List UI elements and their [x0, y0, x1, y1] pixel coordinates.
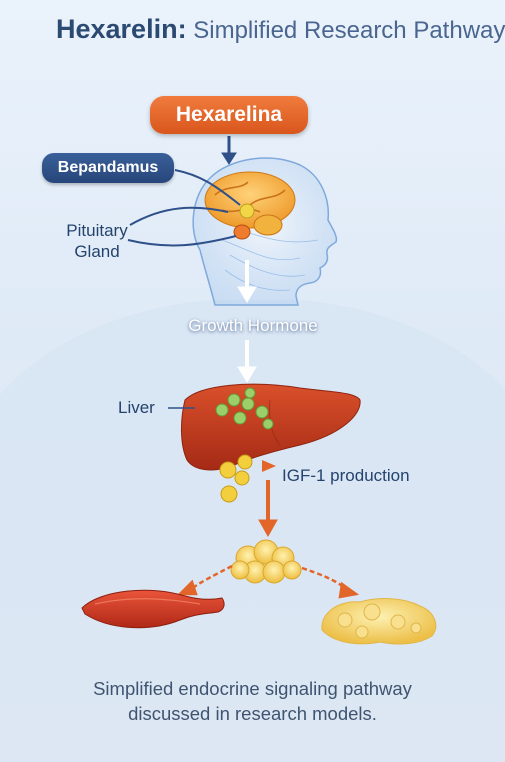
- igf-molecules: [219, 454, 253, 503]
- arrow-to-liver: [237, 340, 257, 383]
- liver-label: Liver: [118, 398, 155, 417]
- pituitary-label: Pituitary Gland: [66, 221, 128, 261]
- fat-tissue-icon: [321, 598, 437, 645]
- pointer-hypothalamus: [174, 169, 241, 206]
- arrow-to-fat: [301, 566, 360, 599]
- body-silhouette: [0, 300, 505, 762]
- page-title: Hexarelin: Simplified Research Pathway: [56, 14, 505, 44]
- pointer-pituitary: [129, 206, 229, 226]
- igf-pointer: [262, 460, 276, 472]
- fat-cluster-icon: [230, 539, 302, 584]
- liver-cells: [215, 387, 274, 430]
- hexarelin-label: Hexarelina: [150, 96, 308, 134]
- pointer-pituitary-2: [127, 235, 237, 247]
- hypothalamus-label: Bepandamus: [42, 153, 174, 183]
- igf-label: IGF-1 production: [282, 466, 410, 485]
- growth-hormone-label: Growth Hormone: [188, 316, 318, 335]
- arrow-to-tissues: [258, 480, 278, 538]
- pituitary-marker: [233, 224, 251, 240]
- hypothalamus-marker: [239, 203, 255, 219]
- arrow-to-muscle: [176, 564, 233, 596]
- muscle-icon: [81, 589, 225, 629]
- arrow-hexarelin-down: [221, 136, 237, 165]
- caption: Simplified endocrine signaling pathway d…: [93, 678, 412, 724]
- arrow-to-growth-hormone: [237, 260, 257, 303]
